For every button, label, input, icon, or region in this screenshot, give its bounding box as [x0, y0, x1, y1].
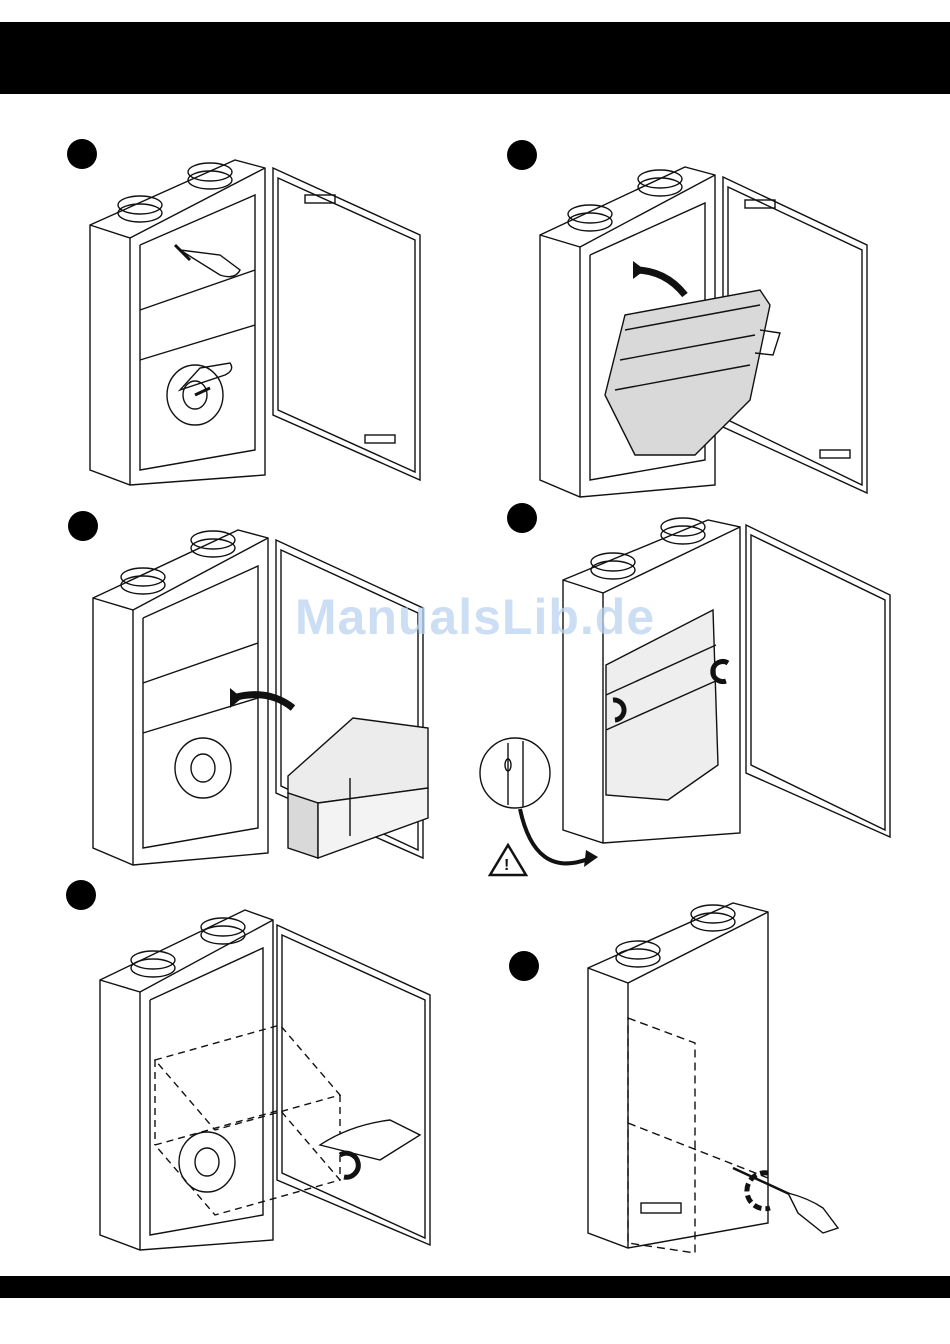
footer-band [0, 1276, 950, 1298]
step-2-marker [507, 140, 537, 170]
svg-text:!: ! [504, 857, 509, 874]
watermark-text: ManualsLib.de [0, 588, 950, 646]
step-5-marker [66, 880, 96, 910]
step-1-illustration [85, 150, 430, 490]
step-5-illustration [95, 900, 440, 1255]
step-6-illustration [583, 898, 848, 1263]
step-2-illustration [535, 155, 875, 500]
step-3-illustration [88, 518, 433, 868]
header-band [0, 22, 950, 94]
step-6-marker [509, 951, 539, 981]
step-4-illustration: ! [478, 515, 898, 880]
